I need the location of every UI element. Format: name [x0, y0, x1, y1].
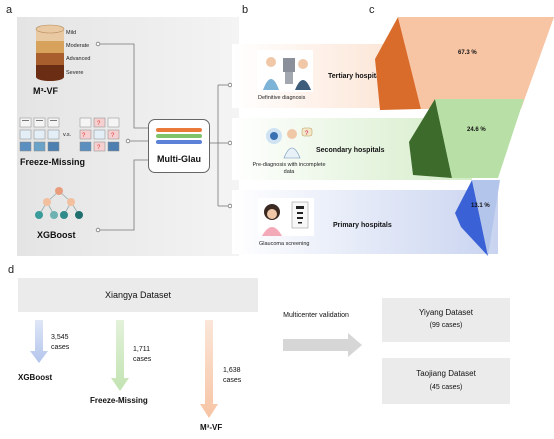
- xgboost-case-count: 3,545 cases: [51, 333, 69, 353]
- panel-label-a: a: [6, 4, 13, 16]
- multicenter-validation-label: Multicenter validation: [283, 312, 349, 319]
- freeze-missing-title: Freeze-Missing: [20, 157, 86, 167]
- svg-text:?: ?: [82, 133, 86, 139]
- freeze-missing-split-arrow: [111, 320, 129, 391]
- multi-glau-label: Multi-Glau: [157, 154, 201, 164]
- primary-funnel-front: [472, 180, 500, 256]
- m3vf-case-count: 1,638 cases: [223, 366, 241, 386]
- freeze-missing-unit: cases: [133, 356, 152, 363]
- vs-label: v.s.: [63, 132, 72, 138]
- secondary-percentage: 24.6 %: [467, 127, 486, 133]
- tertiary-funnel-front: [398, 17, 554, 109]
- panel-label-d: d: [8, 264, 15, 276]
- tertiary-funnel-side: [375, 17, 421, 110]
- m3vf-count: 1,638: [223, 367, 241, 374]
- tertiary-caption: Definitive diagnosis: [258, 95, 306, 101]
- panel-label-b: b: [242, 4, 249, 16]
- secondary-funnel-side: [409, 99, 452, 178]
- svg-text:?: ?: [97, 145, 101, 151]
- taojiang-dataset-box: Taojiang Dataset (45 cases): [382, 358, 510, 404]
- level-moderate: Moderate: [66, 43, 90, 49]
- screening-illustration: [258, 198, 314, 236]
- m3vf-split-label: M³-VF: [200, 423, 223, 432]
- yiyang-dataset-box: Yiyang Dataset (99 cases): [382, 298, 510, 342]
- xgboost-title: XGBoost: [37, 230, 76, 240]
- decision-tree-icon: [35, 187, 83, 219]
- m3vf-title: M³-VF: [33, 86, 58, 96]
- tertiary-title: Tertiary hospitals: [328, 73, 386, 80]
- primary-percentage: 13.1 %: [471, 203, 490, 209]
- severity-stack-icon: [35, 24, 65, 81]
- freeze-missing-case-count: 1,711 cases: [133, 345, 151, 365]
- tertiary-percentage: 67.3 %: [458, 50, 477, 56]
- svg-text:?: ?: [97, 121, 101, 127]
- multi-glau-box: Multi-Glau: [148, 119, 210, 173]
- prediagnosis-illustration: ?: [266, 127, 313, 159]
- taojiang-dataset-name: Taojiang Dataset: [416, 369, 476, 378]
- svg-text:?: ?: [305, 131, 309, 137]
- level-mild: Mild: [66, 30, 77, 36]
- xiangya-dataset-box: Xiangya Dataset: [18, 278, 258, 312]
- freeze-missing-split-label: Freeze-Missing: [90, 396, 148, 405]
- doctors-illustration: [257, 50, 313, 92]
- primary-caption: Glaucoma screening: [259, 241, 310, 247]
- freeze-missing-count: 1,711: [133, 346, 150, 353]
- xgboost-count: 3,545: [51, 334, 69, 341]
- primary-funnel-side: [455, 180, 488, 256]
- yiyang-dataset-name: Yiyang Dataset: [419, 308, 473, 317]
- xgboost-split-arrow: [30, 320, 48, 363]
- panel-label-c: c: [369, 4, 375, 16]
- level-severe: Severe: [66, 70, 84, 76]
- m3vf-split-arrow: [200, 320, 218, 418]
- xgboost-split-label: XGBoost: [18, 373, 53, 382]
- secondary-title: Secondary hospitals: [316, 147, 385, 154]
- yiyang-dataset-cases: (99 cases): [429, 322, 463, 329]
- multicenter-arrow: [283, 333, 362, 357]
- level-advanced: Advanced: [66, 56, 91, 62]
- xiangya-dataset-label: Xiangya Dataset: [104, 290, 172, 300]
- xgboost-unit: cases: [51, 344, 70, 351]
- primary-title: Primary hospitals: [333, 222, 392, 229]
- freeze-missing-icon: ????: [19, 117, 120, 152]
- taojiang-dataset-cases: (45 cases): [429, 384, 463, 391]
- secondary-caption: Pre-diagnosis with incomplete data: [252, 162, 326, 175]
- svg-text:?: ?: [111, 133, 115, 139]
- secondary-funnel-front: [435, 99, 524, 178]
- m3vf-unit: cases: [223, 377, 242, 384]
